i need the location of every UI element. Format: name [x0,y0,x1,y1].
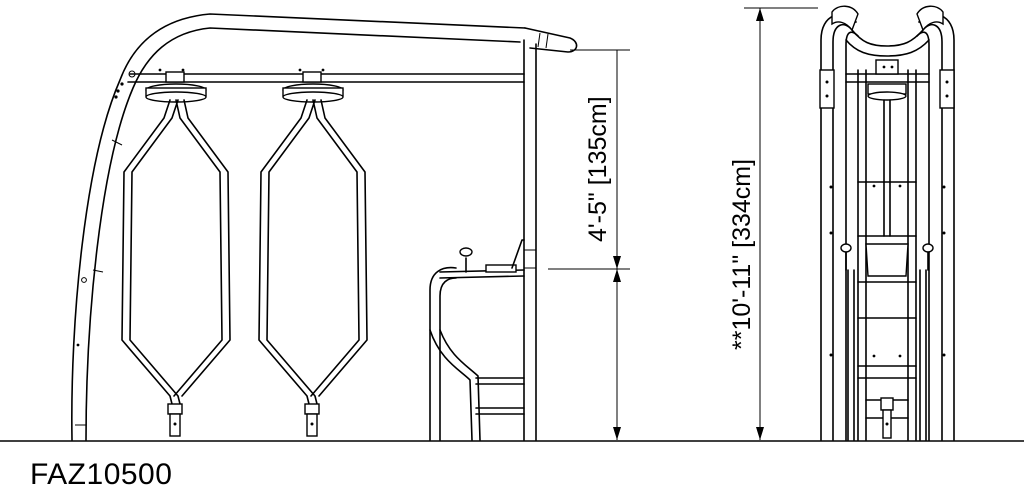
side-swing-1 [121,71,231,437]
front-left-frame [819,13,859,441]
front-inner-structure [840,59,934,441]
front-view: **10'-11" [334cm] [728,5,955,441]
side-top-beam [127,68,525,83]
platform-height-label: 4'-5" [135cm] [584,96,612,242]
side-vertical-post [523,39,537,441]
side-platform [429,239,525,441]
overall-height-label: **10'-11" [334cm] [728,159,756,350]
platform-height-dimension: 4'-5" [135cm] [548,49,630,440]
side-view: 4'-5" [135cm] [71,13,630,441]
side-arch-tube [71,13,578,441]
side-swing-2 [258,71,368,437]
model-code: FAZ10500 [30,458,173,491]
front-right-frame [916,13,955,441]
overall-height-dimension: **10'-11" [334cm] [728,7,818,440]
front-top-bar [831,5,944,57]
